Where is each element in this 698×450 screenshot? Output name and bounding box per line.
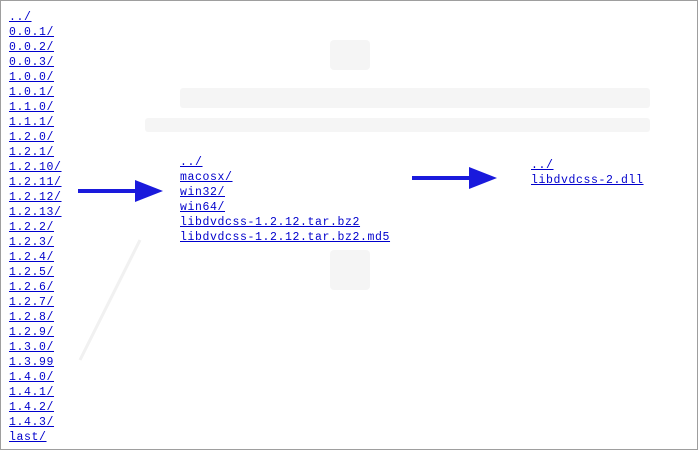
- list-item: 0.0.1/: [9, 24, 62, 39]
- list-item: 1.2.3/: [9, 234, 62, 249]
- directory-link[interactable]: 1.2.8/: [9, 311, 55, 324]
- directory-link[interactable]: ../: [9, 11, 32, 24]
- list-item: 1.1.1/: [9, 114, 62, 129]
- directory-link[interactable]: libdvdcss-1.2.12.tar.bz2: [180, 216, 361, 229]
- directory-link[interactable]: 0.0.3/: [9, 56, 55, 69]
- directory-link[interactable]: 1.2.2/: [9, 221, 55, 234]
- directory-link[interactable]: ../: [531, 159, 554, 172]
- list-item: 1.2.1/: [9, 144, 62, 159]
- list-item: win32/: [180, 184, 390, 199]
- list-item: 1.0.1/: [9, 84, 62, 99]
- directory-link[interactable]: libdvdcss-2.dll: [531, 174, 644, 187]
- directory-link[interactable]: 1.2.9/: [9, 326, 55, 339]
- directory-link[interactable]: 0.0.2/: [9, 41, 55, 54]
- directory-link[interactable]: 1.4.1/: [9, 386, 55, 399]
- directory-link[interactable]: 1.3.0/: [9, 341, 55, 354]
- list-item: ../: [180, 154, 390, 169]
- directory-link[interactable]: 1.2.1/: [9, 146, 55, 159]
- directory-link[interactable]: win32/: [180, 186, 226, 199]
- directory-link[interactable]: 1.1.0/: [9, 101, 55, 114]
- list-item: 0.0.3/: [9, 54, 62, 69]
- directory-link[interactable]: 1.2.0/: [9, 131, 55, 144]
- directory-link[interactable]: 1.2.10/: [9, 161, 62, 174]
- list-item: win64/: [180, 199, 390, 214]
- list-item: 1.2.8/: [9, 309, 62, 324]
- directory-listing-win32: ../ libdvdcss-2.dll: [531, 157, 644, 187]
- list-item: 1.2.9/: [9, 324, 62, 339]
- directory-link[interactable]: 1.2.13/: [9, 206, 62, 219]
- directory-link[interactable]: 1.1.1/: [9, 116, 55, 129]
- list-item: 1.2.10/: [9, 159, 62, 174]
- directory-link[interactable]: win64/: [180, 201, 226, 214]
- list-item: 1.2.12/: [9, 189, 62, 204]
- arrow-right-icon: [412, 167, 497, 189]
- list-item: libdvdcss-1.2.12.tar.bz2.md5: [180, 229, 390, 244]
- list-item: ../: [531, 157, 644, 172]
- list-item: 1.4.2/: [9, 399, 62, 414]
- list-item: 1.4.1/: [9, 384, 62, 399]
- directory-link[interactable]: 1.2.5/: [9, 266, 55, 279]
- directory-link[interactable]: 1.4.0/: [9, 371, 55, 384]
- directory-link[interactable]: 1.2.3/: [9, 236, 55, 249]
- list-item: ../: [9, 9, 62, 24]
- list-item: 1.3.0/: [9, 339, 62, 354]
- list-item: macosx/: [180, 169, 390, 184]
- directory-link[interactable]: 1.2.4/: [9, 251, 55, 264]
- list-item: 1.2.13/: [9, 204, 62, 219]
- directory-listing-1-2-12: ../ macosx/win32/win64/libdvdcss-1.2.12.t…: [180, 154, 390, 244]
- directory-link[interactable]: 1.2.11/: [9, 176, 62, 189]
- list-item: 1.2.2/: [9, 219, 62, 234]
- list-item: 1.2.6/: [9, 279, 62, 294]
- list-item: libdvdcss-1.2.12.tar.bz2: [180, 214, 390, 229]
- list-item: 1.3.99: [9, 354, 62, 369]
- directory-listing-root: ../ 0.0.1/0.0.2/0.0.3/1.0.0/1.0.1/1.1.0/1…: [9, 9, 62, 444]
- list-item: 1.2.5/: [9, 264, 62, 279]
- directory-link[interactable]: 1.3.99: [9, 356, 55, 369]
- list-item: 1.2.4/: [9, 249, 62, 264]
- arrow-right-icon: [78, 180, 163, 202]
- list-item: 1.4.0/: [9, 369, 62, 384]
- directory-link[interactable]: ../: [180, 156, 203, 169]
- list-item: 1.2.7/: [9, 294, 62, 309]
- list-item: 0.0.2/: [9, 39, 62, 54]
- directory-link[interactable]: 1.2.6/: [9, 281, 55, 294]
- directory-link[interactable]: 1.2.7/: [9, 296, 55, 309]
- directory-link[interactable]: 0.0.1/: [9, 26, 55, 39]
- list-item: 1.1.0/: [9, 99, 62, 114]
- list-item: 1.2.11/: [9, 174, 62, 189]
- directory-link[interactable]: 1.4.3/: [9, 416, 55, 429]
- directory-link[interactable]: macosx/: [180, 171, 233, 184]
- directory-link[interactable]: 1.0.0/: [9, 71, 55, 84]
- list-item: 1.0.0/: [9, 69, 62, 84]
- directory-link[interactable]: 1.2.12/: [9, 191, 62, 204]
- list-item: 1.4.3/: [9, 414, 62, 429]
- directory-link[interactable]: 1.0.1/: [9, 86, 55, 99]
- list-item: 1.2.0/: [9, 129, 62, 144]
- list-item: libdvdcss-2.dll: [531, 172, 644, 187]
- directory-link[interactable]: 1.4.2/: [9, 401, 55, 414]
- list-item: last/: [9, 429, 62, 444]
- directory-link[interactable]: libdvdcss-1.2.12.tar.bz2.md5: [180, 231, 391, 244]
- directory-link[interactable]: last/: [9, 431, 47, 444]
